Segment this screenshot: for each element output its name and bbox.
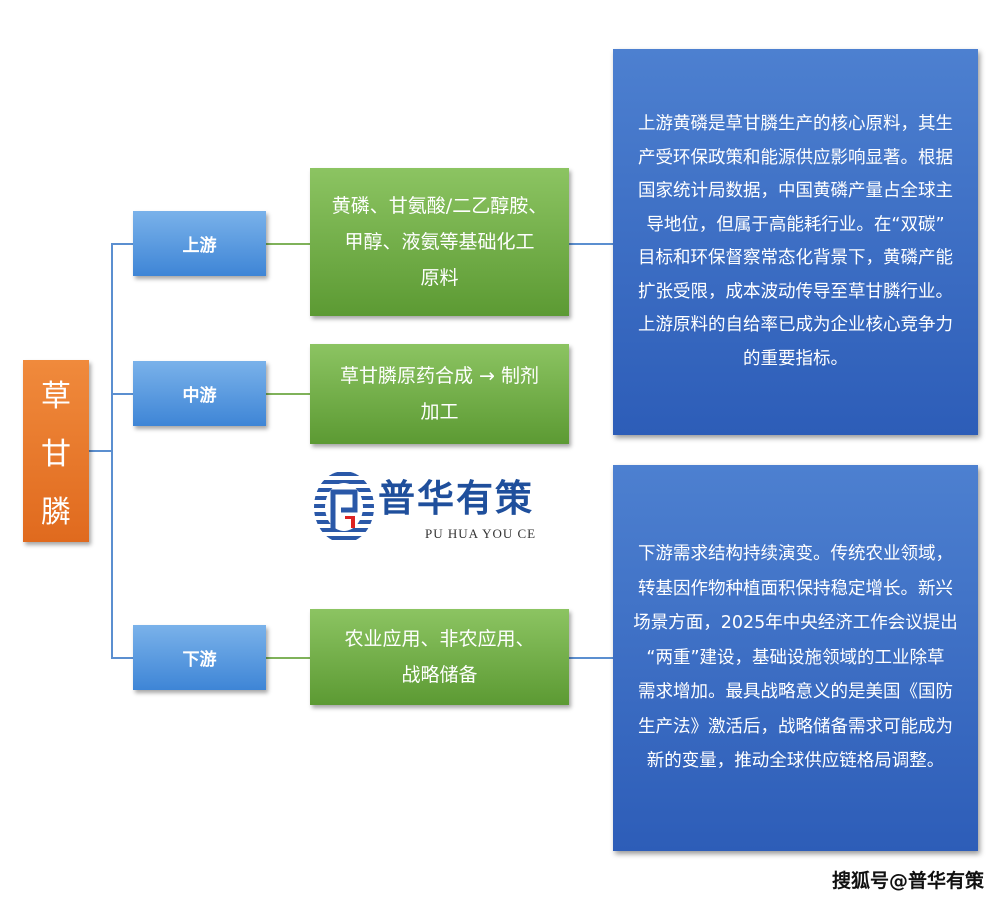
text-line: 农业应用、非农应用、: [344, 628, 535, 650]
connector: [111, 243, 133, 245]
stage-downstream: 下游: [133, 625, 266, 690]
text-line: 的重要指标。: [743, 348, 848, 369]
text-line: 原料: [420, 267, 459, 289]
watermark-subtext: PU HUA YOU CE: [425, 526, 537, 541]
root-char: 甘: [41, 437, 71, 472]
stage-midstream: 中游: [133, 361, 266, 426]
footer-credit: 搜狐号@普华有策: [831, 870, 984, 892]
watermark-logo-icon: [314, 472, 374, 540]
connector: [266, 657, 310, 659]
connector: [111, 243, 113, 659]
text-line: 场景方面，2025年中央经济工作会议提出: [633, 613, 958, 634]
text-line: 甲醇、液氨等基础化工: [344, 231, 535, 253]
text-line: 草甘膦原药合成 → 制剂: [340, 365, 539, 387]
text-line: 上游原料的自给率已成为企业核心竞争力: [638, 315, 953, 335]
connector: [266, 393, 310, 395]
text-line: 扩张受限，成本波动传导至草甘膦行业。: [638, 281, 953, 302]
text-line: 加工: [420, 401, 459, 423]
root-char: 膦: [41, 495, 71, 530]
text-line: 导地位，但属于高能耗行业。在“双碳”: [646, 214, 945, 235]
root-char: 草: [41, 379, 71, 414]
upstream-note: 上游黄磷是草甘膦生产的核心原料，其生 产受环保政策和能源供应影响显著。根据 国家…: [613, 49, 978, 435]
text-line: “两重”建设，基础设施领域的工业除草: [646, 647, 945, 668]
connector: [111, 393, 133, 395]
text-line: 黄磷、甘氨酸/二乙醇胺、: [331, 195, 548, 217]
connector: [569, 243, 613, 245]
text-line: 需求增加。最具战略意义的是美国《国防: [638, 682, 953, 703]
root-node: 草 甘 膦: [23, 360, 89, 542]
text-line: 国家统计局数据，中国黄磷产量占全球主: [638, 181, 953, 201]
midstream-process: 草甘膦原药合成 → 制剂 加工: [310, 344, 569, 444]
connector: [89, 450, 112, 452]
text-line: 目标和环保督察常态化背景下，黄磷产能: [638, 248, 953, 268]
text-line: 新的变量，推动全球供应链格局调整。: [646, 751, 945, 772]
text-line: 转基因作物种植面积保持稳定增长。新兴: [638, 578, 953, 599]
watermark-text: 普华有策: [378, 477, 534, 520]
text-line: 上游黄磷是草甘膦生产的核心原料，其生: [638, 114, 953, 134]
connector: [266, 243, 310, 245]
text-line: 战略储备: [401, 664, 478, 686]
connector: [569, 657, 613, 659]
text-line: 下游需求结构持续演变。传统农业领域，: [638, 544, 953, 565]
downstream-applications: 农业应用、非农应用、 战略储备: [310, 609, 569, 705]
downstream-note: 下游需求结构持续演变。传统农业领域， 转基因作物种植面积保持稳定增长。新兴 场景…: [613, 465, 978, 851]
connector: [111, 657, 133, 659]
text-line: 生产法》激活后，战略储备需求可能成为: [638, 716, 953, 737]
upstream-materials: 黄磷、甘氨酸/二乙醇胺、 甲醇、液氨等基础化工 原料: [310, 168, 569, 316]
text-line: 产受环保政策和能源供应影响显著。根据: [638, 147, 953, 168]
stage-upstream: 上游: [133, 211, 266, 276]
